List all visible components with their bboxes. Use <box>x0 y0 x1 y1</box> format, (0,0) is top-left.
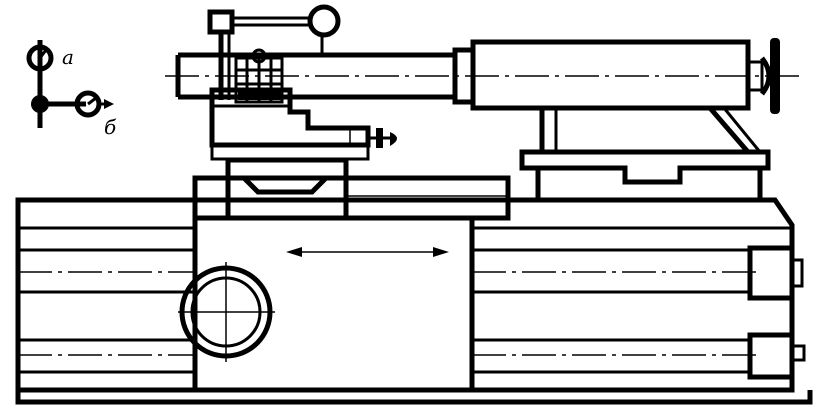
test-mandrel <box>165 52 800 100</box>
tailstock-handwheel <box>746 38 780 114</box>
lathe-bed <box>15 197 813 405</box>
carriage-apron <box>192 215 475 393</box>
apron-handwheel <box>178 262 275 362</box>
indicator-stand <box>207 4 341 100</box>
compound-screw-handle <box>368 128 397 148</box>
gauge-label-b: б <box>104 115 117 139</box>
travel-direction-arrow <box>286 247 449 257</box>
gauge-label-a: а <box>62 45 74 69</box>
shaft-end-bearing-lower <box>747 332 806 380</box>
cross-slide <box>225 157 349 221</box>
tailstock <box>452 39 771 198</box>
gauge-legend <box>26 40 114 128</box>
shaft-end-bearing-upper <box>747 245 804 301</box>
